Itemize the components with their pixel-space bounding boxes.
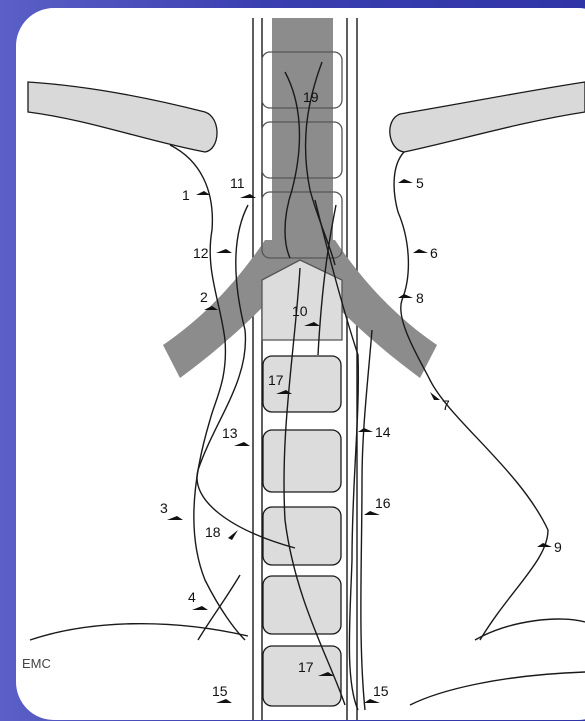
- label-9-text: 9: [554, 539, 562, 555]
- label-18-text: 18: [205, 524, 221, 540]
- label-17-upper-text: 17: [268, 372, 284, 388]
- label-19-text: 19: [303, 89, 319, 105]
- label-15-right-text: 15: [373, 683, 389, 699]
- label-3-text: 3: [160, 500, 168, 516]
- label-17-lower-text: 17: [298, 659, 314, 675]
- label-14-text: 14: [375, 424, 391, 440]
- label-5-text: 5: [416, 175, 424, 191]
- label-19: 19: [303, 89, 319, 105]
- label-2-text: 2: [200, 289, 208, 305]
- label-13-text: 13: [222, 425, 238, 441]
- label-10-text: 10: [292, 303, 308, 319]
- label-12-text: 12: [193, 245, 209, 261]
- label-6-text: 6: [430, 245, 438, 261]
- label-7-text: 7: [442, 397, 450, 413]
- label-15-left-text: 15: [212, 683, 228, 699]
- label-1-text: 1: [182, 187, 190, 203]
- label-4-text: 4: [188, 589, 196, 605]
- label-16-text: 16: [375, 495, 391, 511]
- label-11-text: 11: [230, 175, 245, 191]
- label-8-text: 8: [416, 290, 424, 306]
- watermark: EMC: [22, 656, 51, 671]
- upper-column-dark: [272, 18, 333, 255]
